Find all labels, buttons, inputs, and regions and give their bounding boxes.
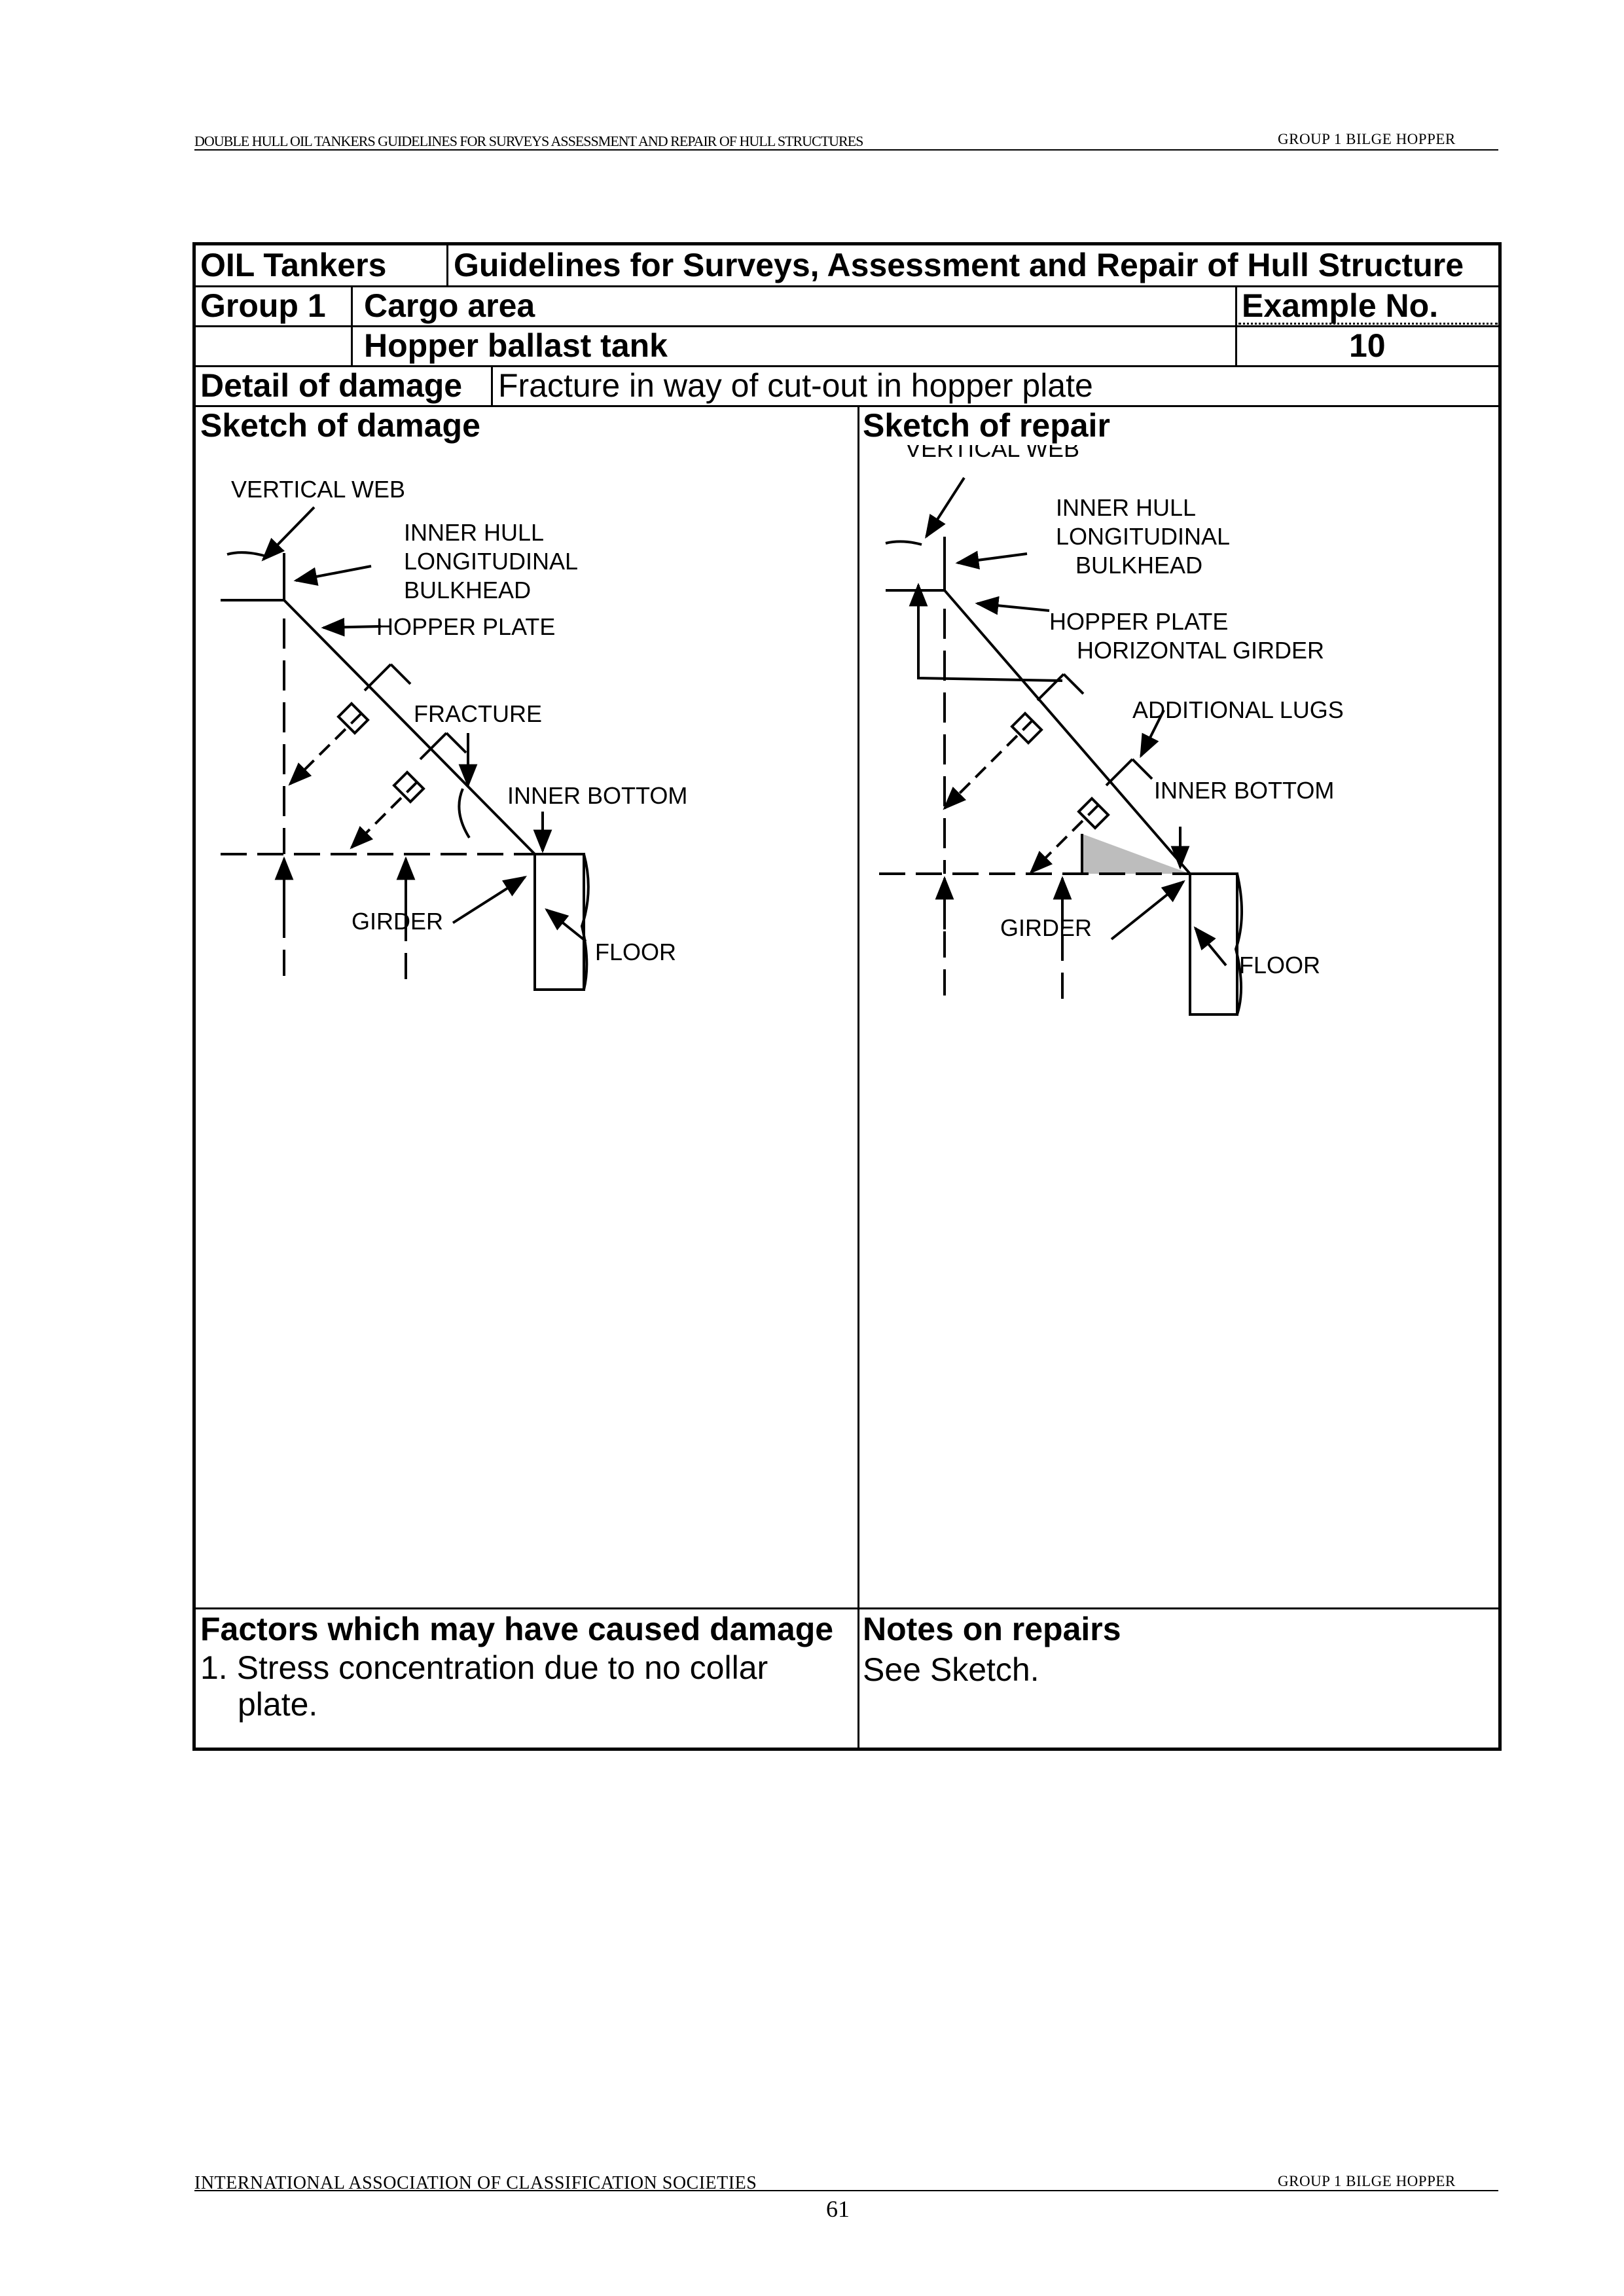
label-inner-hull: INNER HULL bbox=[404, 519, 544, 546]
col-divider bbox=[446, 244, 448, 286]
footer-right: GROUP 1 BILGE HOPPER bbox=[1278, 2173, 1456, 2189]
example-label: Example No. bbox=[1242, 287, 1439, 324]
label-hopper-plate: HOPPER PLATE bbox=[376, 613, 555, 640]
example-number: 10 bbox=[1349, 327, 1386, 364]
label-vertical-web: VERTICAL WEB bbox=[231, 476, 405, 503]
label-girder: GIRDER bbox=[352, 908, 443, 935]
factors-label: Factors which may have caused damage bbox=[200, 1611, 834, 1647]
label-additional-lugs: ADDITIONAL LUGS bbox=[1132, 696, 1344, 723]
notes-label: Notes on repairs bbox=[863, 1611, 1121, 1647]
guideline-title: Guidelines for Surveys, Assessment and R… bbox=[454, 247, 1464, 283]
detail-value: Fracture in way of cut-out in hopper pla… bbox=[498, 367, 1093, 404]
sketch-damage-label: Sketch of damage bbox=[200, 407, 480, 444]
arrow bbox=[293, 565, 372, 586]
arrow bbox=[1110, 880, 1185, 941]
label-inner-hull: INNER HULL bbox=[1056, 494, 1196, 521]
arrow bbox=[261, 506, 316, 562]
arrow bbox=[321, 617, 382, 637]
label-hopper-plate: HOPPER PLATE bbox=[1049, 608, 1228, 635]
vertical-web-break bbox=[226, 551, 267, 558]
cutout-edge bbox=[363, 663, 412, 692]
running-header-right: GROUP 1 BILGE HOPPER bbox=[1278, 131, 1456, 147]
arrow bbox=[545, 908, 587, 942]
sketch-repair-label: Sketch of repair bbox=[863, 407, 1110, 444]
floor-outline bbox=[533, 853, 585, 991]
label-vertical-web: VERTICAL WEB bbox=[905, 445, 1079, 462]
label-inner-bottom: INNER BOTTOM bbox=[507, 782, 687, 809]
header-rule bbox=[194, 149, 1498, 151]
row-divider bbox=[194, 405, 1500, 407]
factor-line: plate. bbox=[238, 1686, 318, 1723]
detail-label: Detail of damage bbox=[200, 367, 463, 404]
arrow bbox=[975, 596, 1050, 615]
arrow bbox=[1140, 709, 1165, 759]
label-inner-hull: LONGITUDINAL bbox=[404, 548, 578, 575]
floor-outline bbox=[1189, 872, 1238, 1016]
label-inner-hull: BULKHEAD bbox=[404, 577, 531, 603]
label-inner-hull: LONGITUDINAL bbox=[1056, 523, 1230, 550]
damage-sketch: VERTICAL WEB INNER HULL LONGITUDINAL BUL… bbox=[221, 476, 687, 991]
dashed-arrow bbox=[1029, 804, 1100, 874]
footer-left: INTERNATIONAL ASSOCIATION OF CLASSIFICAT… bbox=[194, 2173, 757, 2193]
cutout-edge bbox=[1105, 758, 1153, 787]
label-girder: GIRDER bbox=[1000, 914, 1092, 941]
col-divider bbox=[857, 406, 859, 1749]
col-divider bbox=[351, 286, 353, 366]
row-divider bbox=[194, 285, 1500, 287]
hopper-plate-line bbox=[943, 589, 1191, 875]
cutout-slot bbox=[336, 702, 370, 735]
group-label: Group 1 bbox=[200, 287, 326, 324]
row-divider bbox=[194, 325, 1500, 327]
row-divider bbox=[194, 1607, 1500, 1609]
col-divider bbox=[1235, 286, 1237, 366]
cutout-edge bbox=[1036, 673, 1085, 702]
cutout-slot bbox=[392, 770, 425, 804]
cutout-slot bbox=[1010, 711, 1043, 745]
arrow bbox=[1193, 926, 1227, 967]
label-floor: FLOOR bbox=[595, 939, 676, 965]
horizontal-girder-line bbox=[917, 600, 1063, 682]
location-label: Hopper ballast tank bbox=[364, 327, 668, 364]
label-inner-bottom: INNER BOTTOM bbox=[1154, 777, 1334, 804]
factor-line: 1. Stress concentration due to no collar bbox=[200, 1649, 768, 1686]
ship-type: OIL Tankers bbox=[200, 247, 387, 283]
label-fracture: FRACTURE bbox=[414, 700, 542, 727]
area-label: Cargo area bbox=[364, 287, 535, 324]
label-inner-hull: BULKHEAD bbox=[1075, 552, 1202, 579]
repair-sketch: VERTICAL WEB INNER HULL LONGITUDINAL BUL… bbox=[879, 445, 1344, 1016]
floor-break bbox=[1234, 873, 1244, 1015]
row-divider bbox=[194, 365, 1500, 367]
arrow bbox=[955, 550, 1028, 570]
additional-lug-fill bbox=[1082, 834, 1190, 874]
footer-rule bbox=[194, 2190, 1498, 2191]
fracture-line bbox=[458, 788, 471, 839]
arrow bbox=[925, 476, 965, 539]
running-header-left: DOUBLE HULL OIL TANKERS GUIDELINES FOR S… bbox=[194, 133, 863, 149]
label-horizontal-girder: HORIZONTAL GIRDER bbox=[1077, 637, 1324, 664]
floor-break bbox=[580, 853, 590, 990]
arrow bbox=[452, 876, 528, 924]
page-number: 61 bbox=[826, 2196, 850, 2222]
cutout-slot bbox=[1077, 797, 1110, 830]
dashed-arrow bbox=[288, 712, 363, 786]
cutout-edge bbox=[419, 732, 467, 761]
vertical-web-break bbox=[885, 540, 922, 546]
dashed-arrow bbox=[350, 781, 418, 850]
example-divider bbox=[1238, 323, 1498, 325]
factor-item: 1. Stress concentration due to no collar… bbox=[200, 1649, 768, 1723]
label-floor: FLOOR bbox=[1239, 952, 1320, 978]
damage-report-table bbox=[192, 242, 1502, 1751]
notes-text: See Sketch. bbox=[863, 1651, 1039, 1688]
hopper-plate-line bbox=[283, 599, 536, 855]
col-divider bbox=[491, 366, 493, 406]
